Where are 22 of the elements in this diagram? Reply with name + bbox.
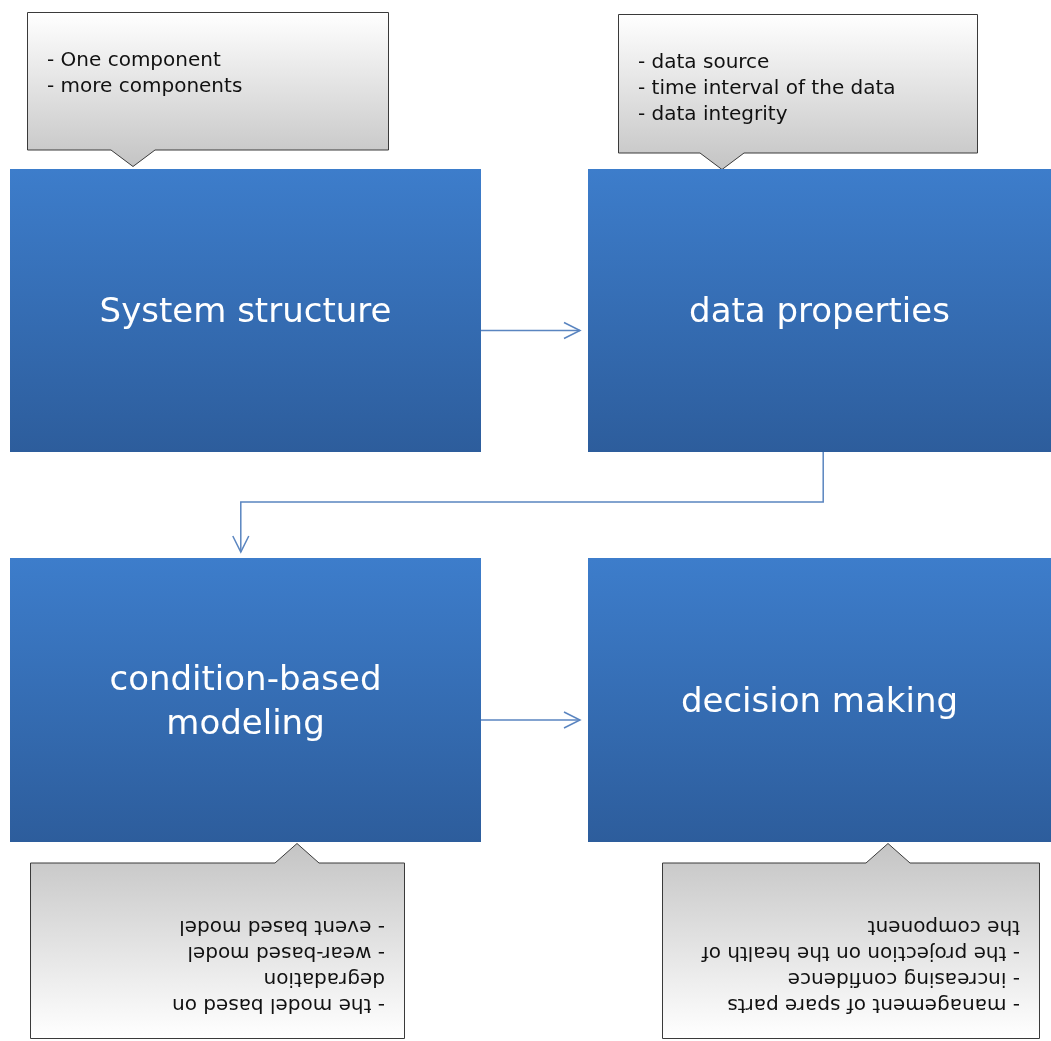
list-item: - more components	[47, 72, 244, 98]
arrow	[480, 321, 581, 340]
list-item: - time interval of the data	[638, 74, 897, 100]
process-box	[588, 169, 1051, 452]
list-item: - the projection on the health of the component	[700, 915, 1020, 967]
process-box	[10, 169, 481, 452]
list-item: - management of spare parts	[726, 993, 1020, 1019]
box-title: condition-based modeling	[108, 656, 383, 744]
list-item: - increasing confidence	[786, 967, 1020, 993]
list-item: - One component	[47, 46, 222, 72]
list-item: - the model based on degradation	[170, 967, 385, 1019]
list-item: - data integrity	[638, 100, 789, 126]
list-item: - wear-based model	[186, 941, 385, 967]
process-box	[588, 558, 1051, 842]
list-item: - event based model	[178, 915, 385, 941]
box-title: decision making	[680, 678, 959, 722]
list-item: - data source	[638, 48, 771, 74]
process-box	[10, 558, 481, 842]
arrow	[232, 451, 824, 553]
arrow	[480, 711, 581, 729]
box-title: System structure	[99, 289, 392, 333]
box-title: data properties	[689, 289, 950, 333]
